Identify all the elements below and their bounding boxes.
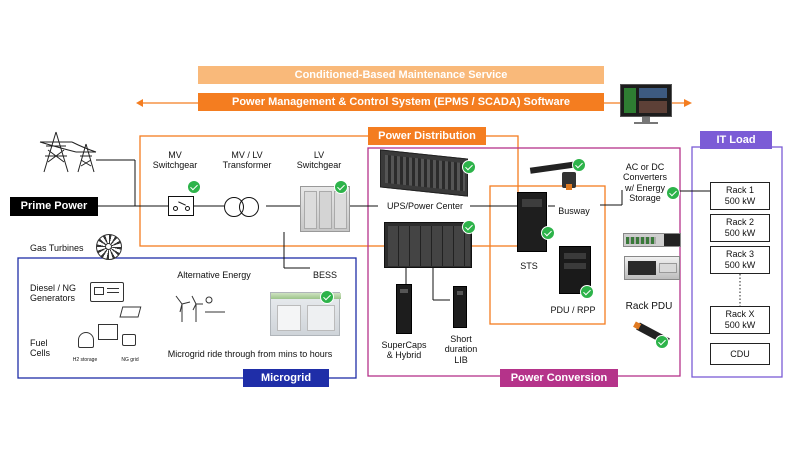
power-conversion-tag: Power Conversion [500,369,618,387]
ups-label: UPS/Power Center [386,201,464,211]
rack-3-power: 500 kW [724,259,756,270]
fuel-cells-label: Fuel Cells [30,338,51,359]
busway-check-icon [572,158,586,172]
rack-pdu-label: Rack PDU [625,301,673,312]
gas-turbines-label: Gas Turbines [30,243,84,253]
mv-switchgear-check-icon [187,180,201,194]
fuel-cell-icon [72,322,144,358]
prime-power-label: Prime Power [10,197,98,216]
pdu-label: PDU / RPP [550,305,596,315]
h2-storage-label: H2 storage [72,357,98,363]
pdu-image [559,246,591,294]
sts-label: STS [520,261,538,271]
cbm-banner: Conditioned-Based Maintenance Service [198,66,604,84]
lv-switchgear-check-icon [334,180,348,194]
rack-1-name: Rack 1 [725,185,754,195]
alt-energy-label: Alternative Energy [177,270,251,280]
ng-grid-label: NG grid [121,357,139,363]
ups-rack-check-icon [462,160,476,174]
converter-rack-image [624,256,680,280]
rack-1-box: Rack 1 500 kW [710,182,770,210]
rack-x-box: Rack X 500 kW [710,306,770,334]
converter-battery-image [623,233,681,247]
rack-pdu-check-icon [655,335,669,349]
lv-switchgear-image [300,186,350,232]
supercaps-label: SuperCaps & Hybrid [381,340,427,361]
rack-x-power: 500 kW [724,319,756,330]
it-load-tag: IT Load [700,131,772,149]
ride-through-label: Microgrid ride through from mins to hour… [167,349,333,359]
cdu-box: CDU [710,343,770,365]
generator-icon [90,282,124,302]
microgrid-tag: Microgrid [243,369,329,387]
mv-switchgear-symbol [168,196,194,216]
bess-check-icon [320,290,334,304]
generators-label: Diesel / NG Generators [30,283,77,304]
busway-image [529,160,588,190]
supercaps-image [396,284,412,334]
rack-x-name: Rack X [725,309,755,319]
epms-banner: Power Management & Control System (EPMS … [198,93,604,111]
rack-3-box: Rack 3 500 kW [710,246,770,274]
rack-3-name: Rack 3 [725,249,754,259]
lv-switchgear-label: LV Switchgear [296,150,342,171]
rack-2-name: Rack 2 [725,217,754,227]
sts-check-icon [541,226,555,240]
transformer-symbol [224,197,266,217]
gas-turbine-icon [96,234,122,260]
sts-image [517,192,547,252]
rack-1-power: 500 kW [724,195,756,206]
scada-monitor-icon [620,84,672,124]
lib-label: Short duration LIB [444,334,478,365]
busway-label: Busway [558,206,590,216]
ups-cabinet-check-icon [462,220,476,234]
converters-check-icon [666,186,680,200]
bess-label: BESS [312,270,337,280]
lib-image [453,286,467,328]
transformer-label: MV / LV Transformer [222,150,272,171]
converters-label: AC or DC Converters w/ Energy Storage [622,162,667,204]
power-distribution-tag: Power Distribution [368,127,486,145]
rack-2-box: Rack 2 500 kW [710,214,770,242]
ups-cabinet-image [384,222,472,268]
rack-2-power: 500 kW [724,227,756,238]
mv-switchgear-label: MV Switchgear [152,150,198,171]
pdu-check-icon [580,285,594,299]
